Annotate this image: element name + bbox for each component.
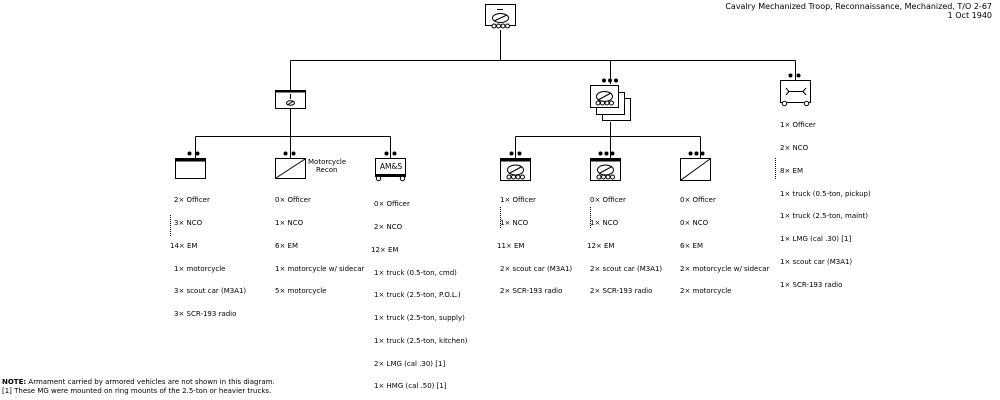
list-item: 1× truck (0.5-ton, pickup): [780, 189, 871, 198]
list-item: 0× Officer: [275, 196, 311, 205]
list-item: 3× scout car (M3A1): [174, 287, 247, 296]
list-item: 2× NCO: [780, 143, 809, 152]
list-item: 14× EM: [170, 241, 198, 250]
list-item: 1× motorcycle: [174, 264, 226, 273]
ams-details: 0× Officer 2× NCO 12× EM 1× truck (0.5-t…: [371, 186, 468, 399]
vehicle-brackets: [170, 158, 776, 236]
motorcycle-recon-label-line1: Motorcycle: [308, 158, 347, 166]
list-item: 2× motorcycle w/ sidecar: [680, 264, 770, 273]
list-item: 2× scout car (M3A1): [590, 264, 663, 273]
list-item: 1× LMG (cal .30) [1]: [780, 235, 852, 244]
motorcycle-recon-symbol: [275, 151, 306, 179]
list-item: 0× Officer: [374, 200, 410, 209]
list-item: 0× Officer: [590, 196, 626, 205]
list-item: 1× NCO: [275, 218, 304, 227]
list-item: 1× NCO: [590, 218, 619, 227]
list-item: 1× NCO: [500, 218, 529, 227]
list-item: 1× truck (0.5-ton, cmd): [374, 268, 457, 277]
list-item: 2× LMG (cal .30) [1]: [374, 359, 446, 368]
platoon-hq-symbol: [500, 151, 531, 181]
list-item: 11× EM: [497, 241, 525, 250]
notes: NOTE: Armament carried by armored vehicl…: [2, 378, 275, 395]
note-line: NOTE: Armament carried by armored vehicl…: [2, 378, 275, 387]
list-item: 2× Officer: [174, 196, 210, 205]
list-item: 1× truck (2.5-ton, maint): [780, 212, 868, 221]
list-item: 12× EM: [371, 245, 399, 254]
list-item: 2× NCO: [374, 222, 403, 231]
list-item: 1× motorcycle w/ sidecar: [275, 264, 365, 273]
scout-section-details: 0× Officer 1× NCO 12× EM 2× scout car (M…: [587, 182, 662, 304]
list-item: 2× motorcycle: [680, 287, 732, 296]
list-item: 5× motorcycle: [275, 287, 327, 296]
troop-hq-symbol: [275, 90, 306, 109]
list-item: 0× NCO: [680, 218, 709, 227]
footnote: [1] These MG were mounted on ring mounts…: [2, 386, 272, 395]
list-item: 3× SCR-193 radio: [174, 310, 237, 319]
list-item: 6× EM: [275, 241, 299, 250]
title-line-2: 1 Oct 1940: [947, 11, 992, 20]
list-item: 2× SCR-193 radio: [500, 287, 563, 296]
list-item: 1× scout car (M3A1): [780, 257, 853, 266]
motorcycle-section-symbol: [680, 151, 711, 181]
list-item: 1× truck (2.5-ton, supply): [374, 314, 465, 323]
motorcycle-recon-label-line2: Recon: [316, 165, 338, 174]
maintenance-symbol: [780, 73, 811, 107]
list-item: 3× NCO: [174, 218, 203, 227]
list-item: 1× Officer: [500, 196, 536, 205]
list-item: 12× EM: [587, 241, 615, 250]
list-item: 1× Officer: [780, 121, 816, 130]
list-item: 8× EM: [780, 166, 804, 175]
recon-platoon-symbol: [590, 78, 631, 121]
motorcycle-recon-details: 0× Officer 1× NCO 6× EM 1× motorcycle w/…: [275, 182, 364, 304]
list-item: 2× scout car (M3A1): [500, 264, 573, 273]
ams-box-label: AM&S: [379, 162, 403, 171]
maintenance-details: 1× Officer 2× NCO 8× EM 1× truck (0.5-to…: [778, 107, 871, 297]
list-item: 0× Officer: [680, 196, 716, 205]
scout-section-symbol: [590, 151, 621, 181]
motorcycle-section-details: 0× Officer 0× NCO 6× EM 2× motorcycle w/…: [680, 182, 769, 304]
hq-section-symbol: [175, 151, 206, 179]
list-item: 1× truck (2.5-ton, P.O.L.): [374, 291, 461, 300]
list-item: 1× SCR-193 radio: [780, 280, 843, 289]
hq-section-details: 2× Officer 3× NCO 14× EM 1× motorcycle 3…: [170, 182, 246, 326]
platoon-hq-details: 1× Officer 1× NCO 11× EM 2× scout car (M…: [497, 182, 572, 304]
motorcycle-recon-label: Motorcycle Recon: [308, 158, 347, 174]
troop-symbol: [485, 4, 516, 29]
list-item: 6× EM: [680, 241, 704, 250]
note-label: NOTE:: [2, 378, 27, 386]
note-text: Armament carried by armored vehicles are…: [28, 378, 275, 386]
list-item: 1× truck (2.5-ton, kitchen): [374, 336, 468, 345]
list-item: 1× HMG (cal .50) [1]: [374, 382, 447, 391]
list-item: 2× SCR-193 radio: [590, 287, 653, 296]
title-line-1: Cavalry Mechanized Troop, Reconnaissance…: [725, 2, 992, 11]
ams-symbol: [375, 151, 406, 182]
diagram-title: Cavalry Mechanized Troop, Reconnaissance…: [725, 2, 992, 20]
connector-lines: [195, 30, 796, 158]
